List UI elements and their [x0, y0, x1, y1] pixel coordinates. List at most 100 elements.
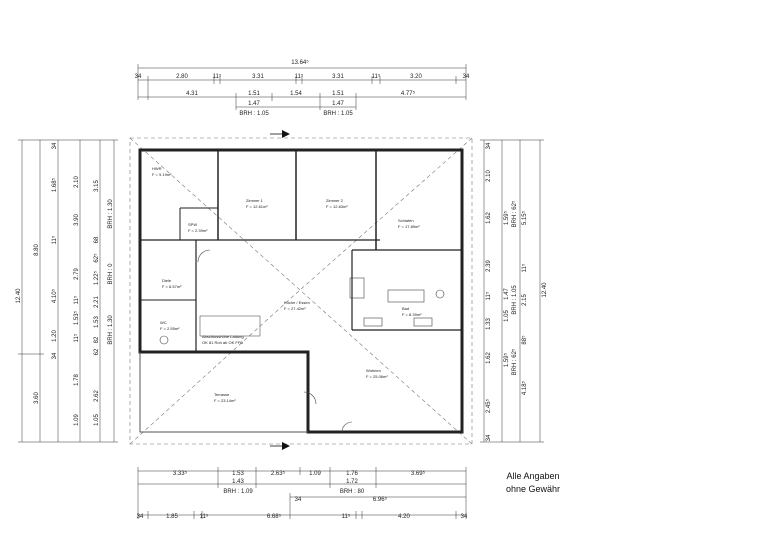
room-zimmer1-name: Zimmer 1 — [246, 198, 264, 203]
section-markers — [270, 130, 290, 450]
dimension-label: BRH : 1.09 — [223, 489, 253, 495]
dimension-label: 11⁵ — [372, 73, 381, 80]
dimension-label: BRH : 62⁵ — [511, 200, 518, 227]
dimension-label: 62⁵ — [93, 253, 100, 263]
dimension-label: 1.53⁵ — [73, 310, 80, 325]
dimension-label: 1.53 — [232, 471, 244, 477]
dimension-label: 68 — [94, 236, 100, 243]
room-diele-area: F = 6.57m² — [162, 284, 182, 289]
overall-width-label: 13.64⁵ — [291, 59, 309, 66]
disclaimer-line-2: ohne Gewähr — [505, 484, 560, 494]
dimension-label: 11⁵ — [295, 73, 304, 80]
dimension-label: 11⁵ — [200, 513, 209, 520]
dimension-label: 3.33⁵ — [173, 470, 188, 477]
dimension-label: 11⁵ — [213, 73, 222, 80]
room-terrasse-name: Terrasse — [214, 392, 230, 397]
bottom-dimensions: 3.33⁵ 1.53 2.63⁵ 1.09 1.76 3.69⁵ 1.43 1.… — [137, 470, 468, 520]
left-dimensions: 12.40 8.80 3.60 34 1.68⁵ 11⁵ 4.10⁵ 1.20 … — [16, 142, 114, 426]
dimension-label: BRH : 1.30 — [108, 315, 114, 345]
dimension-label: 34 — [486, 434, 492, 441]
dimension-label: 11⁵ — [521, 263, 528, 272]
room-speis-area: F = 2.39m² — [188, 228, 208, 233]
dimension-label: 3.90 — [74, 214, 80, 226]
dimension-label: 1.43 — [232, 479, 244, 485]
dimension-label: BRH : 1.05 — [323, 111, 353, 117]
dimension-label: BRH : 1.05 — [239, 111, 269, 117]
dimension-label: 5.15⁵ — [521, 210, 528, 225]
dimension-label: 2.21 — [94, 296, 100, 308]
dimension-label: 2.80 — [176, 74, 188, 80]
stair-annotation-2: OK 81 Roh ab OK FFB — [202, 340, 243, 345]
dimension-label: 62 — [94, 348, 100, 355]
room-zimmer2-name: Zimmer 2 — [326, 198, 344, 203]
dimension-label: 3.31 — [332, 74, 344, 80]
dimension-label: 1.51 — [248, 91, 260, 97]
dimension-label: BRH : 1.30 — [108, 199, 114, 229]
dimension-label: 2.79 — [74, 268, 80, 280]
roof-outline — [129, 137, 473, 445]
dimension-label: 2.10 — [486, 170, 492, 182]
dimension-label: 1.85 — [166, 514, 178, 520]
dimension-label: 4.31 — [186, 91, 198, 97]
room-schlafen-name: Schlafen — [398, 218, 414, 223]
room-wc-area: F = 2.55m² — [160, 326, 180, 331]
room-kueche-area: F = 27.42m² — [284, 306, 306, 311]
dimension-label: 1.51 — [332, 91, 344, 97]
dimension-label: 2.63⁵ — [271, 470, 286, 477]
dimension-label: 2.45⁵ — [485, 398, 492, 413]
dimension-label: 1.62 — [486, 352, 492, 364]
dimension-label: 1.05 — [504, 310, 510, 322]
dimension-label: BRH : 62⁵ — [511, 348, 518, 375]
room-labels: HWR F = 9.19m² Zimmer 1 F = 12.61m² Zimm… — [152, 166, 422, 403]
dimension-label: 4.10⁵ — [51, 288, 58, 303]
dimension-label: 3.60 — [34, 392, 40, 404]
dimension-label: 1.53 — [94, 316, 100, 328]
dimension-label: 1.76 — [346, 471, 358, 477]
room-wohnen-area: F = 25.06m² — [366, 374, 388, 379]
room-kueche-name: Küche / Essen — [284, 300, 310, 305]
dimension-label: 1.09 — [309, 471, 321, 477]
dimension-label: 1.72 — [346, 479, 358, 485]
dimension-label: 1.54 — [290, 91, 302, 97]
dimension-label: 1.20 — [52, 330, 58, 342]
dimension-label: 1.59⁵ — [503, 210, 510, 225]
room-hwr-area: F = 9.19m² — [152, 172, 172, 177]
top-dimensions: 13.64⁵ 34 2.80 11⁵ 3.31 11⁵ 3.31 11⁵ 3.2… — [135, 59, 470, 117]
fixtures — [159, 249, 445, 433]
dimension-label: 1.62 — [486, 212, 492, 224]
dimension-label: 2.15 — [522, 294, 528, 306]
room-hwr-name: HWR — [152, 166, 162, 171]
dimension-label: 11⁵ — [342, 513, 351, 520]
dimension-label: 1.22⁵ — [93, 270, 100, 285]
dimension-label: 8.80 — [34, 244, 40, 256]
dimension-label: 4.18⁵ — [521, 380, 528, 395]
dimension-label: 1.47 — [332, 101, 344, 107]
dimension-label: 34 — [461, 514, 468, 520]
dimension-label: 12.40 — [16, 288, 22, 304]
dimension-label: 34 — [52, 142, 58, 149]
dimension-label: 1.59⁵ — [503, 352, 510, 367]
dimension-label: 34 — [52, 352, 58, 359]
room-zimmer2-area: F = 12.63m² — [326, 204, 348, 209]
disclaimer-line-1: Alle Angaben — [506, 471, 560, 481]
room-bad-area: F = 8.39m² — [402, 312, 422, 317]
dimension-label: 2.10 — [74, 176, 80, 188]
dimension-label: 12.40 — [542, 282, 548, 298]
dimension-label: 4.20 — [398, 514, 410, 520]
dimension-label: 6.68⁵ — [267, 513, 282, 520]
dimension-label: 1.33 — [486, 318, 492, 330]
dimension-label: 1.47 — [248, 101, 260, 107]
room-terrasse-area: F = 23.14m² — [214, 398, 236, 403]
dimension-label: 6.96⁵ — [373, 496, 388, 503]
room-speis-name: SPW — [188, 222, 197, 227]
right-dimensions: 12.40 34 2.10 1.62 2.39 11⁵ 1.33 1.62 2.… — [485, 142, 548, 441]
dimension-label: 1.68⁵ — [51, 177, 58, 192]
dimension-label: 34 — [463, 74, 470, 80]
dimension-label: 11⁵ — [51, 235, 58, 244]
room-diele-name: Diele — [162, 278, 172, 283]
dimension-label: 3.20 — [410, 74, 422, 80]
room-zimmer1-area: F = 12.61m² — [246, 204, 268, 209]
dimension-label: 2.62 — [94, 390, 100, 402]
room-wc-name: WC — [160, 320, 167, 325]
